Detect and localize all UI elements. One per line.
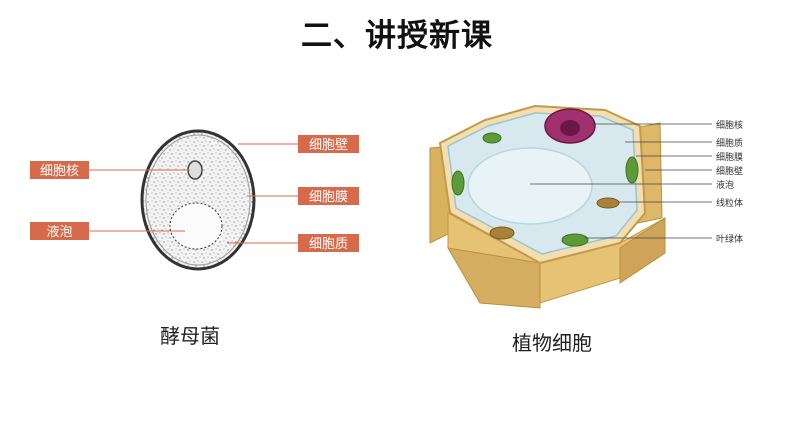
yeast-svg: 细胞核 液泡 细胞壁 细胞膜 细胞质: [30, 129, 359, 271]
plant-nucleolus: [560, 120, 580, 136]
yeast-nucleus: [187, 160, 203, 180]
plant-label-mitochondria: 线粒体: [716, 197, 743, 209]
chloroplast-3: [561, 233, 589, 247]
plant-label-cell-membrane: 细胞膜: [716, 151, 743, 163]
plant-label-chloroplast: 叶绿体: [716, 233, 743, 245]
plant-cell-diagram: 细胞核 细胞质 细胞膜 细胞壁 液泡 线粒体 叶绿体: [420, 98, 780, 328]
plant-cell-caption: 植物细胞: [512, 331, 592, 355]
chloroplast-1: [451, 170, 465, 196]
yeast-cell-membrane: [145, 134, 251, 266]
yeast-cell-wall: [140, 129, 256, 271]
plant-label-cell-wall: 细胞壁: [716, 165, 743, 177]
plant-cell-svg: 细胞核 细胞质 细胞膜 细胞壁 液泡 线粒体 叶绿体: [429, 104, 743, 309]
yeast-label-cell-membrane: 细胞膜: [309, 190, 348, 205]
plant-label-cytoplasm: 细胞质: [716, 137, 743, 149]
slide-title: 二、讲授新课: [301, 18, 493, 54]
yeast-diagram: 细胞核 液泡 细胞壁 细胞膜 细胞质: [25, 100, 395, 295]
chloroplast-2: [625, 156, 639, 184]
yeast-caption: 酵母菌: [160, 324, 220, 348]
yeast-label-cytoplasm: 细胞质: [309, 237, 348, 252]
yeast-vacuole: [169, 202, 223, 250]
plant-label-nucleus: 细胞核: [716, 119, 743, 131]
plant-vacuole: [467, 147, 593, 225]
mitochondrion-1: [596, 197, 620, 209]
plant-label-vacuole: 液泡: [716, 179, 734, 191]
mitochondrion-2: [489, 226, 515, 240]
yeast-label-nucleus: 细胞核: [40, 164, 79, 179]
yeast-label-cell-wall: 细胞壁: [309, 138, 348, 153]
yeast-label-vacuole: 液泡: [46, 225, 72, 240]
